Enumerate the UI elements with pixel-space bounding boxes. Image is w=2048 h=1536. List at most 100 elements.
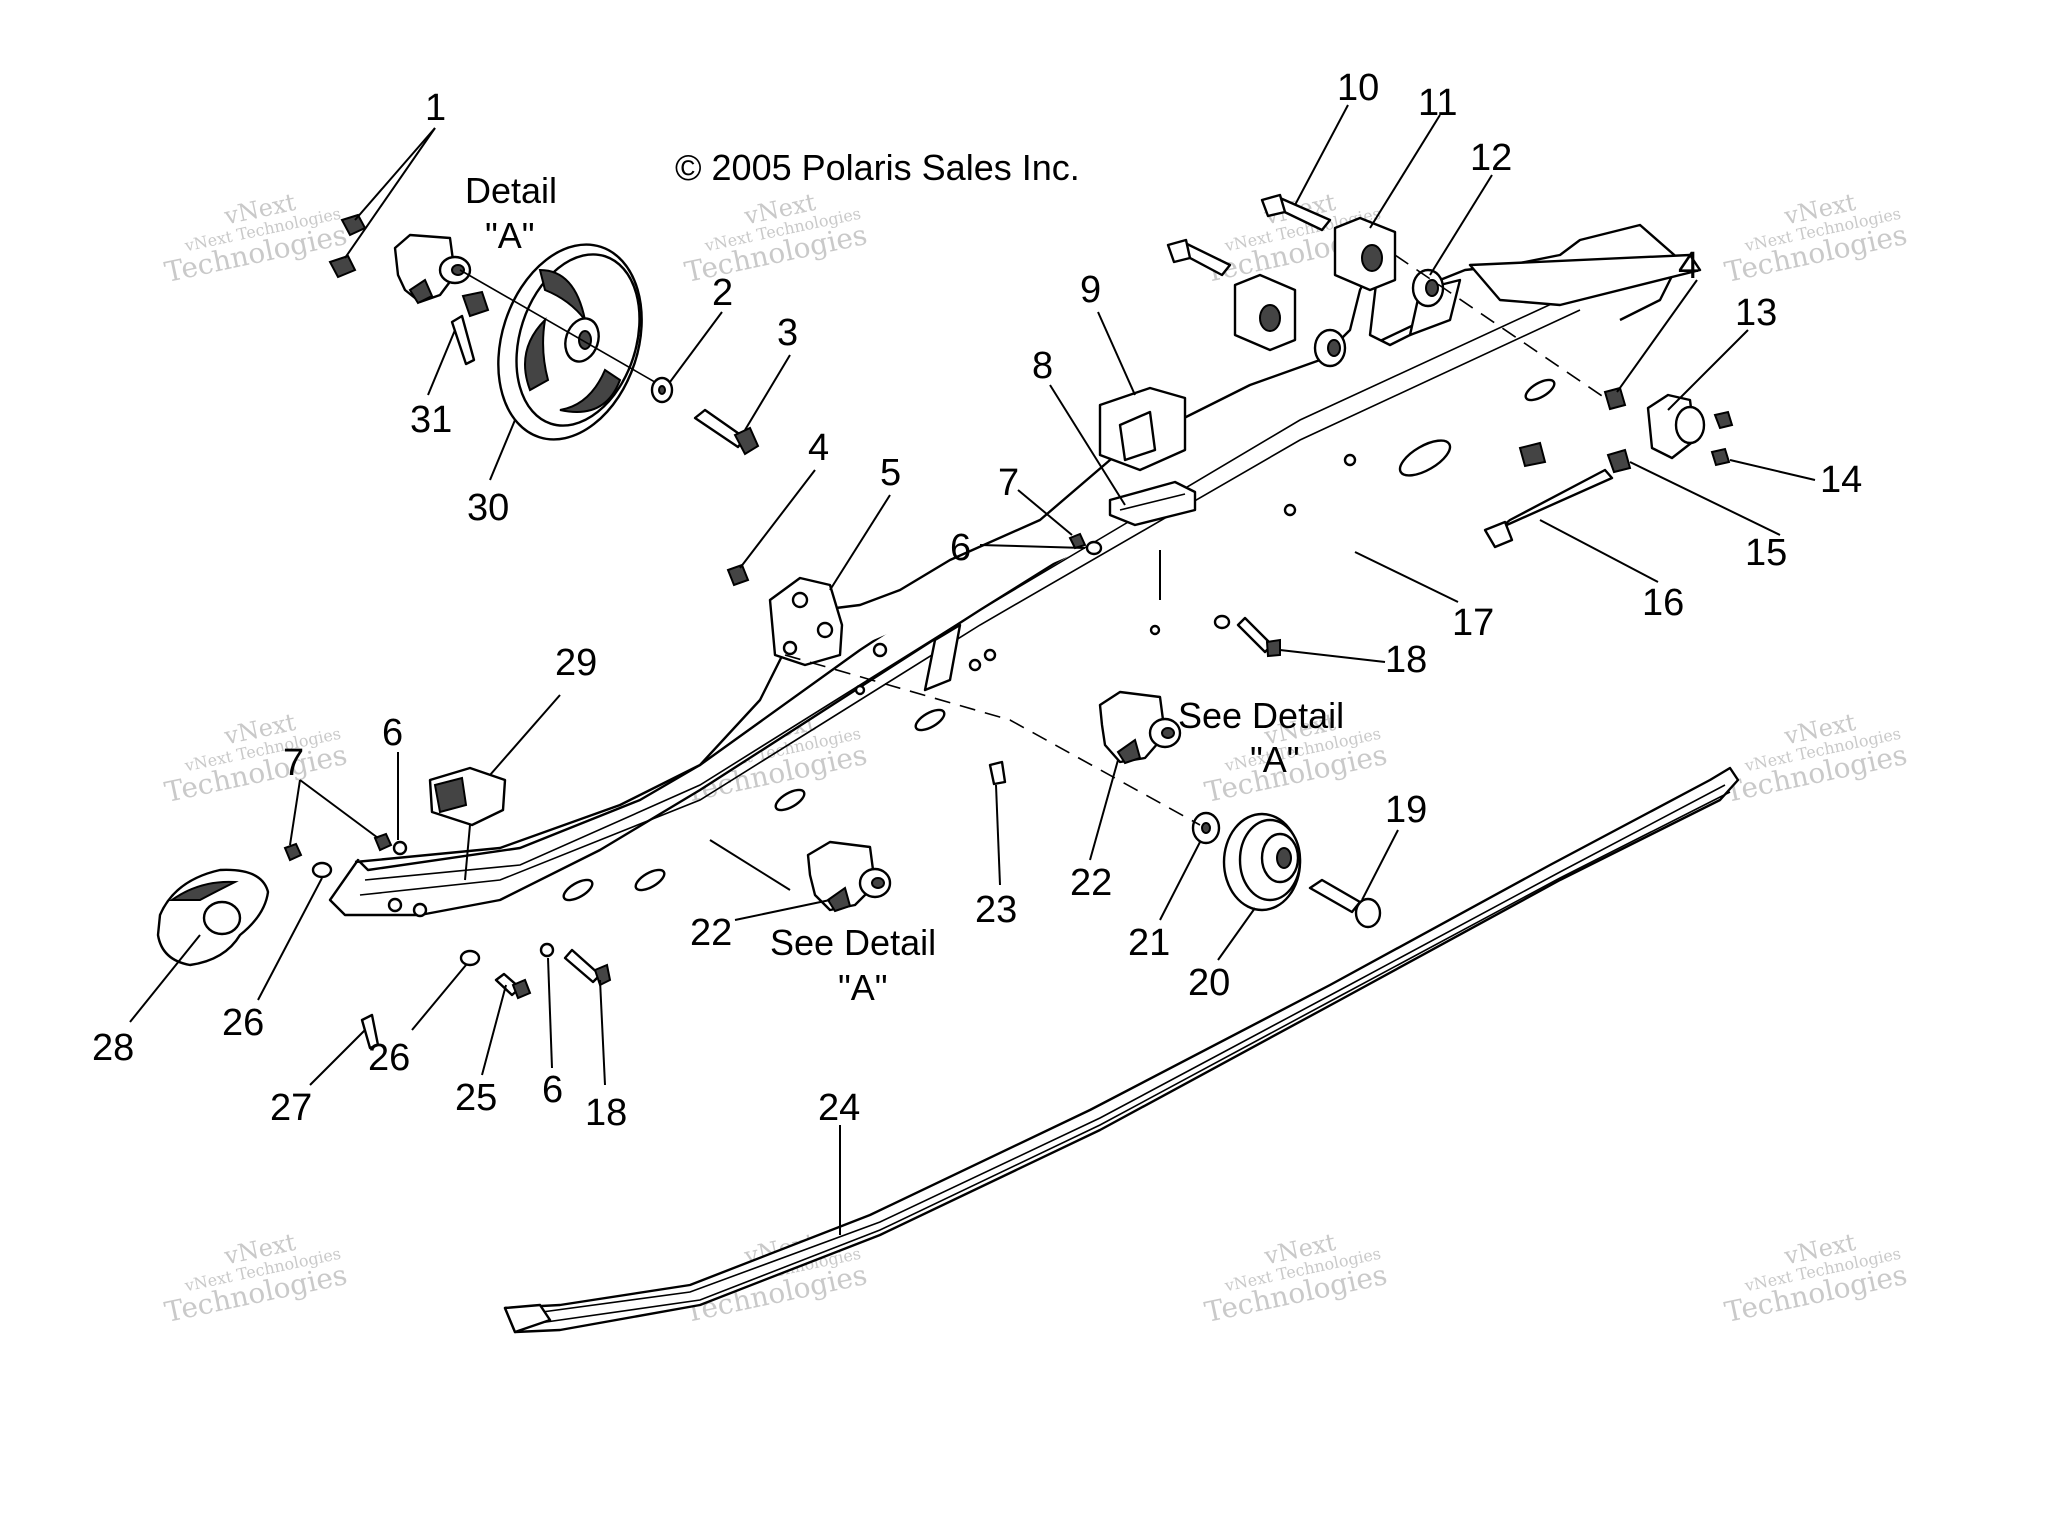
rail-inner-edge-1 [364,299,1561,881]
leader-21 [1159,841,1201,921]
watermark-r2-c4: vNext vNext Technologies Technologies [1722,708,1910,809]
leader-16 [1539,519,1659,583]
bushing-12b-bore [1327,339,1341,357]
rail-slot-oval-2 [1524,378,1556,402]
rail-hole-2 [387,897,403,913]
leader-13 [1667,329,1749,411]
callout-29: 29 [555,642,597,684]
rail-top-window [1468,253,1702,307]
leader-8 [1049,384,1126,506]
wear-strip-line-1 [519,784,1726,1316]
bracket-5-hole-3 [782,640,798,656]
callout-13: 13 [1735,292,1777,334]
rivet-27 [360,1013,380,1050]
bolt-31-head [461,290,490,318]
leader-10 [1294,104,1349,206]
center-components [726,386,1382,929]
rail-slot-mid [923,623,962,692]
callout-14: 14 [1820,459,1862,501]
bolt-18b-head [593,963,612,987]
callout-6b: 6 [950,527,971,569]
shoulder-bolt-19-head [1354,897,1382,929]
washer-21-hole [1201,822,1211,834]
callout-25: 25 [455,1077,497,1119]
rail-hole-8 [1149,624,1161,636]
leader-4b [1616,279,1698,393]
bushing-12a-bore [1425,279,1439,297]
bolt-18b [563,948,602,984]
watermark-r1-c1: vNext vNext Technologies Technologies [162,188,350,289]
callout-10: 10 [1337,67,1379,109]
watermark-r2-c1: vNext vNext Technologies Technologies [162,708,350,809]
callout-4a: 4 [808,427,829,469]
spacer-11a-bore [1361,244,1383,272]
bogie-bore-detail [451,264,465,276]
leader-26b [411,964,467,1031]
callout-7b: 7 [283,742,304,784]
leader-2 [669,311,723,383]
leader-6c [547,957,553,1069]
slide-rail [328,223,1702,918]
callout-27: 27 [270,1087,312,1129]
callout-24: 24 [818,1087,860,1129]
leader-29b [464,824,471,881]
bracket-5 [768,576,844,667]
bogie-22a [806,840,877,912]
see-detail-a-letter-upper: "A" [1250,739,1300,780]
callout-26a: 26 [222,1002,264,1044]
bogie-22a-bore [871,877,885,889]
washer-18a [1213,614,1231,630]
watermark-r3-c3: vNext vNext Technologies Technologies [1202,1228,1390,1329]
washer-2-hole [658,385,666,395]
wear-strip-tip [503,1303,552,1334]
nut-14b [1710,447,1731,467]
callout-8: 8 [1032,345,1053,387]
nut-rail [1518,441,1547,468]
leader-lines [129,104,1816,1235]
rail-hole-6 [968,658,982,672]
leader-25 [481,984,507,1076]
callout-22a: 22 [690,912,732,954]
leader-1b [344,127,436,259]
washer-26a [311,861,333,879]
bracket-8-slot [1119,493,1186,511]
callout-16: 16 [1642,582,1684,624]
bogie-bracket-detail [393,233,457,304]
leader-11 [1369,114,1441,229]
leader-18b [599,979,606,1086]
bogie-22b-bore [1161,727,1175,739]
leader-31 [427,329,456,396]
leader-30 [489,419,516,481]
rail-hole-1 [412,902,428,918]
detail-a-title-letter: "A" [485,215,535,256]
washer-26b [459,949,481,967]
callout-11: 11 [1418,82,1457,124]
rear-hardware [1166,193,1734,549]
leader-7b-2 [299,779,379,839]
callout-20: 20 [1188,962,1230,1004]
bolt-16-head [1483,520,1514,549]
callout-6a: 6 [382,712,403,754]
leader-3 [744,354,791,431]
callout-31: 31 [410,399,452,441]
washer-6c [539,942,555,958]
callout-2: 2 [712,272,733,314]
detail-a-assembly [328,213,760,456]
callout-18a: 18 [1385,639,1427,681]
rail-slot-oval-4 [774,788,806,812]
washer-6b [1085,540,1103,556]
rail-slot-oval-1 [1398,439,1452,477]
bumper-28-shade [168,880,239,901]
rail-hole-4 [1343,453,1357,467]
callout-7a: 7 [998,462,1019,504]
leader-14 [1729,459,1816,481]
wear-strip-line-2 [524,791,1731,1326]
rail-hole-7 [983,648,997,662]
callout-17: 17 [1452,602,1494,644]
washer-6a [392,840,408,856]
leader-23 [995,784,1001,886]
leader-18a [1279,649,1386,663]
bolt-31 [450,314,476,366]
